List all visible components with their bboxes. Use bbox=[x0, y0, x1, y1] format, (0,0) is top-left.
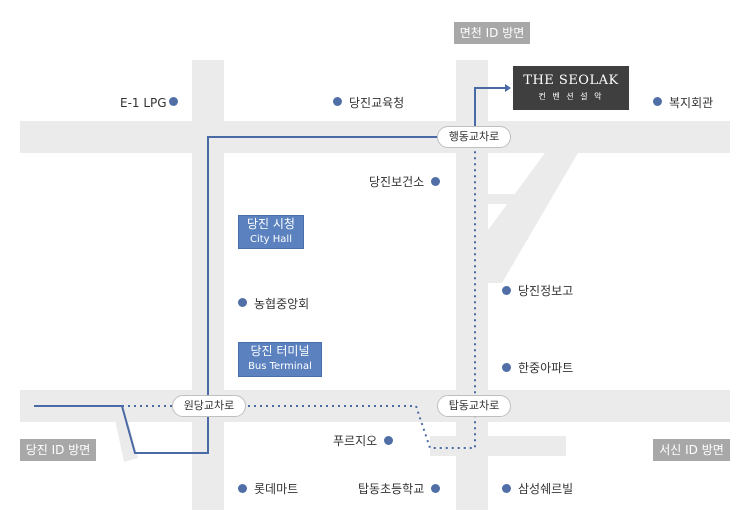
poi-label-pureujio: 푸르지오 bbox=[333, 434, 378, 448]
poi-label-welfare-center: 복지회관 bbox=[669, 96, 714, 110]
poi-marker-pureujio bbox=[384, 436, 393, 445]
route-line-main bbox=[34, 87, 505, 454]
poi-marker-jeongbo bbox=[502, 286, 511, 295]
road-branch-stub-1 bbox=[486, 194, 520, 204]
poi-marker-welfare-center bbox=[653, 97, 662, 106]
bus-terminal-box: 당진 터미널 Bus Terminal bbox=[238, 342, 322, 377]
poi-marker-tapdong-school bbox=[431, 484, 440, 493]
poi-marker-health-center bbox=[431, 177, 440, 186]
road-branch-east bbox=[430, 436, 566, 456]
poi-marker-lotte-mart bbox=[238, 484, 247, 493]
poi-marker-hanjung-apt bbox=[502, 363, 511, 372]
poi-label-e1lpg: E-1 LPG bbox=[120, 96, 167, 110]
poi-marker-nonghyup bbox=[238, 298, 247, 307]
direction-label-east: 서신 ID 방면 bbox=[653, 439, 730, 461]
intersection-tapdong: 탑동교차로 bbox=[437, 395, 511, 417]
bus-terminal-korean: 당진 터미널 bbox=[250, 344, 310, 358]
poi-label-samsung-apt: 삼성쉐르빌 bbox=[518, 482, 574, 496]
poi-label-jeongbo: 당진정보고 bbox=[518, 284, 574, 298]
poi-label-nonghyup: 농협중앙회 bbox=[254, 297, 310, 311]
bus-terminal-english: Bus Terminal bbox=[248, 361, 312, 372]
poi-label-hanjung-apt: 한중아파트 bbox=[518, 361, 574, 375]
route-arrowhead bbox=[505, 84, 511, 92]
poi-label-lotte-mart: 롯데마트 bbox=[254, 482, 299, 496]
intersection-wondang: 원당교차로 bbox=[172, 395, 246, 417]
poi-label-health-center: 당진보건소 bbox=[369, 175, 425, 189]
poi-label-tapdong-school: 탑동초등학교 bbox=[358, 482, 425, 496]
poi-marker-samsung-apt bbox=[502, 484, 511, 493]
direction-label-north: 면천 ID 방면 bbox=[454, 22, 530, 44]
city-hall-english: City Hall bbox=[250, 234, 292, 245]
poi-label-education-office: 당진교육청 bbox=[349, 96, 405, 110]
logo-brand: THE SEOLAK bbox=[523, 73, 619, 88]
route-line-alt bbox=[122, 137, 476, 449]
the-seolak-logo: THE SEOLAK 컨 벤 션 설 악 bbox=[513, 66, 629, 110]
road-ramp-southwest bbox=[112, 406, 138, 462]
poi-marker-education-office bbox=[333, 97, 342, 106]
logo-subtitle: 컨 벤 션 설 악 bbox=[538, 92, 604, 101]
city-hall-korean: 당진 시청 bbox=[247, 217, 295, 231]
poi-marker-e1lpg bbox=[169, 97, 178, 106]
direction-label-west: 당진 ID 방면 bbox=[20, 439, 96, 461]
road-diagonal bbox=[488, 153, 578, 283]
city-hall-box: 당진 시청 City Hall bbox=[238, 215, 304, 249]
intersection-haengdong: 행동교차로 bbox=[437, 126, 511, 148]
